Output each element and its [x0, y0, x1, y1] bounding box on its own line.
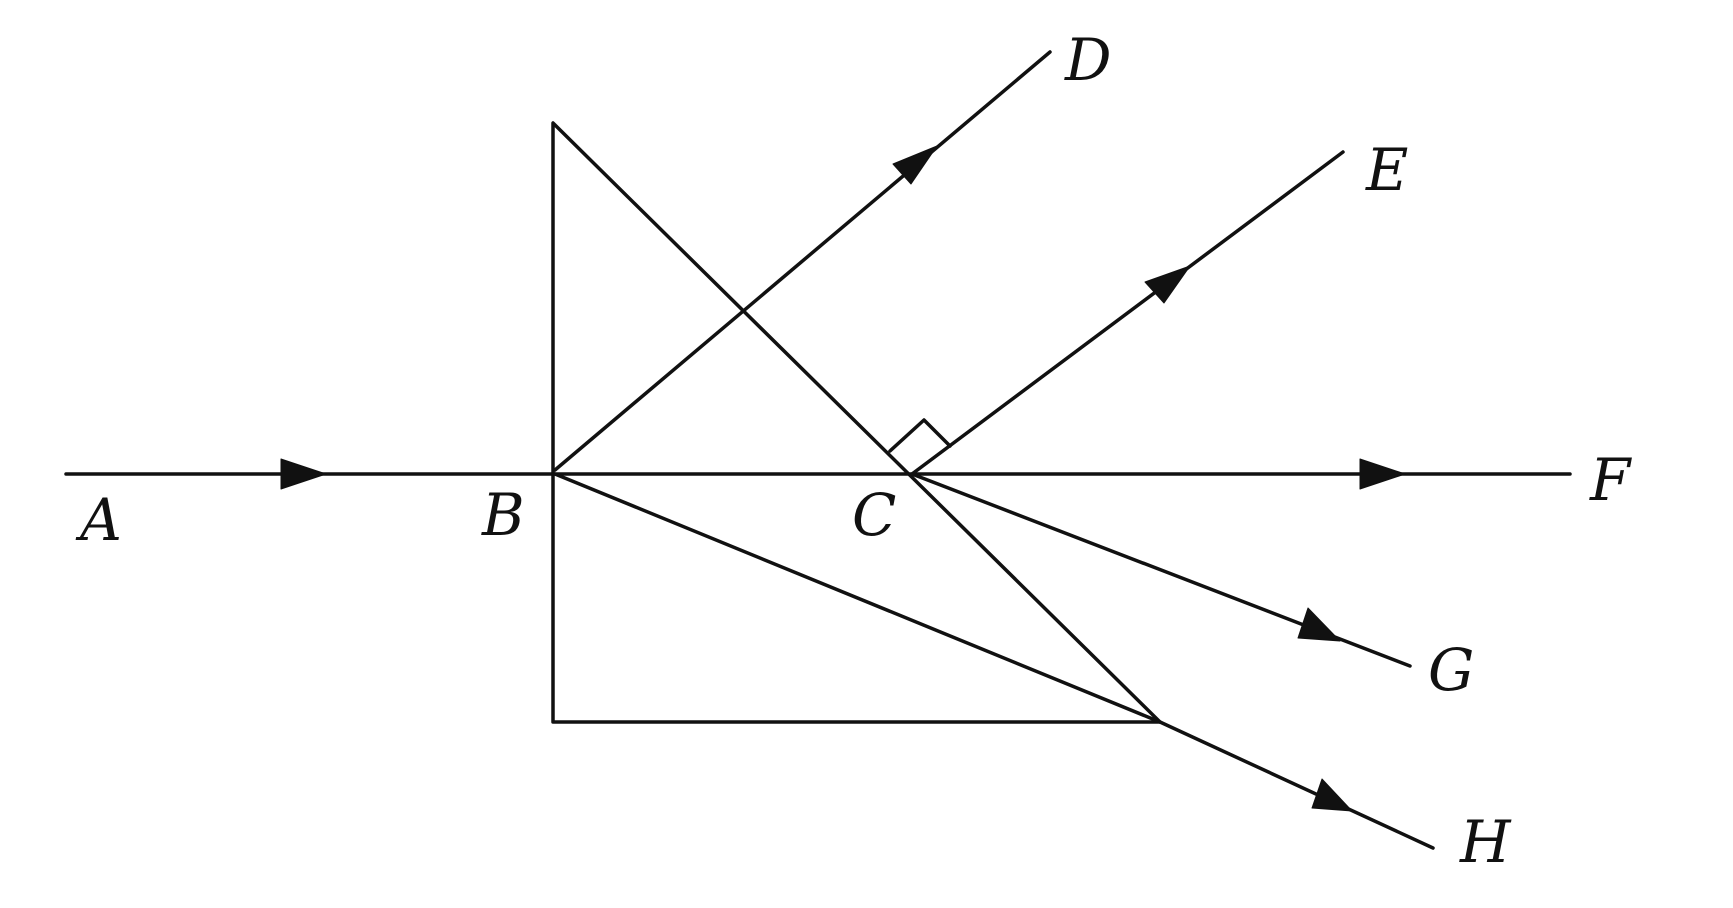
- label-h: H: [1459, 808, 1512, 876]
- arrow-icon-vh: [1311, 778, 1353, 812]
- right-angle-marker: [888, 418, 952, 453]
- arrow-icon-ce: [1144, 265, 1191, 304]
- ray-vertex-to-h: [1158, 720, 1435, 850]
- label-b: B: [481, 481, 525, 549]
- label-e: E: [1365, 136, 1408, 204]
- label-c: C: [852, 481, 896, 549]
- label-d: D: [1064, 26, 1112, 94]
- arrow-icon-bd: [892, 145, 938, 185]
- label-g: G: [1428, 636, 1474, 704]
- prism-outline: [551, 121, 1162, 724]
- label-f: F: [1589, 446, 1632, 514]
- arrow-icon-cg: [1297, 607, 1341, 642]
- arrow-icon-cf: [1359, 458, 1406, 490]
- label-a: A: [75, 486, 122, 554]
- ray-b-to-d: [553, 50, 1052, 472]
- arrow-icon-ab: [280, 458, 327, 490]
- ray-b-to-vertex: [553, 472, 1162, 724]
- ray-c-to-e: [910, 150, 1345, 476]
